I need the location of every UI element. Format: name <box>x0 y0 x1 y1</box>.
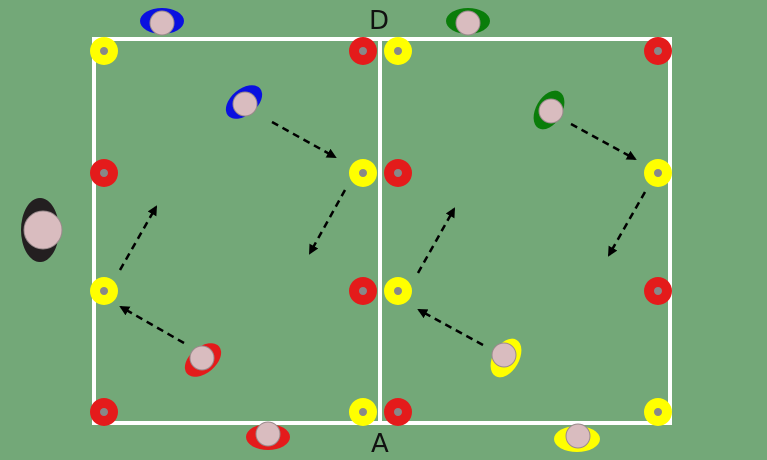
cone-yellow <box>90 37 118 65</box>
arrow-blue-to-cone <box>271 120 337 159</box>
cone-red <box>349 277 377 305</box>
arrow-right-down <box>607 191 647 257</box>
right-grid <box>378 37 672 425</box>
cone-yellow <box>90 277 118 305</box>
arrow-right-up <box>416 207 456 274</box>
label-top: D <box>369 6 389 36</box>
player-yellow <box>490 338 522 378</box>
player-blue <box>225 85 263 119</box>
players-layer <box>21 8 600 452</box>
movement-arrows <box>118 120 647 347</box>
cone-yellow <box>644 159 672 187</box>
player-green <box>446 8 490 36</box>
player-green <box>533 90 565 130</box>
arrow-red-to-cone <box>119 305 185 345</box>
cone-yellow <box>349 398 377 426</box>
cone-red <box>644 37 672 65</box>
cone-red <box>90 398 118 426</box>
cone-yellow <box>644 398 672 426</box>
cone-red <box>644 277 672 305</box>
label-bottom: A <box>371 429 389 459</box>
field-lines <box>92 37 672 425</box>
cone-yellow <box>384 277 412 305</box>
cone-red <box>384 159 412 187</box>
player-red <box>246 421 290 450</box>
cone-red <box>384 398 412 426</box>
arrow-left-up <box>118 205 158 271</box>
player-black <box>21 198 63 262</box>
arrow-left-down <box>308 189 347 255</box>
arrow-green-to-cone <box>570 122 637 161</box>
cone-yellow <box>384 37 412 65</box>
arrow-yellow-to-cone <box>417 308 484 347</box>
cone-yellow <box>349 159 377 187</box>
cones-layer <box>90 37 672 426</box>
player-yellow <box>554 423 600 452</box>
player-blue <box>140 8 184 36</box>
cone-red <box>90 159 118 187</box>
cone-red <box>349 37 377 65</box>
player-red <box>184 343 222 377</box>
